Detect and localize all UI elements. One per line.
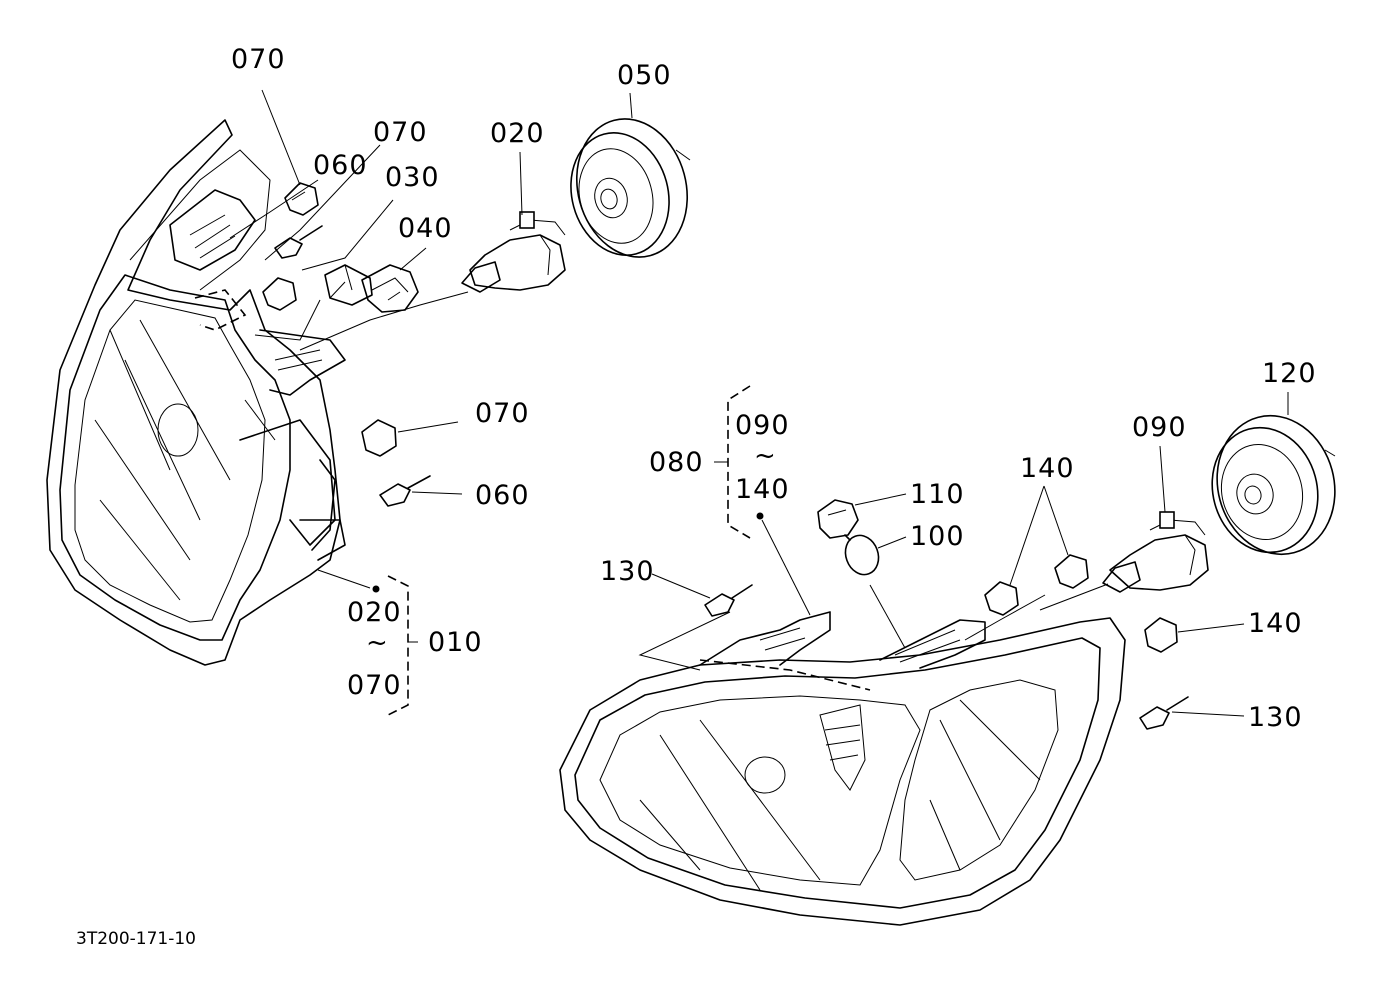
callout-080: 080 bbox=[649, 447, 704, 478]
screw-130-left bbox=[704, 584, 753, 617]
right-headlamp-housing bbox=[559, 611, 1126, 926]
screw-060-side bbox=[379, 475, 431, 507]
grommet-140-a bbox=[984, 581, 1019, 616]
group-bracket-010 bbox=[387, 575, 418, 716]
callout-060-top: 060 bbox=[313, 150, 368, 181]
callout-070-group: 070 bbox=[347, 670, 402, 701]
grommet-140-right bbox=[1144, 617, 1178, 653]
left-headlamp-housing bbox=[46, 119, 346, 666]
socket-110 bbox=[817, 499, 859, 539]
callout-060-side: 060 bbox=[475, 480, 530, 511]
socket-cover-050 bbox=[570, 118, 691, 258]
bulb-030 bbox=[324, 264, 373, 306]
callout-090-bulb: 090 bbox=[1132, 412, 1187, 443]
drawing-number: 3T200-171-10 bbox=[76, 929, 196, 949]
callout-140-top: 140 bbox=[1020, 453, 1075, 484]
screw-130-right bbox=[1139, 696, 1189, 730]
callout-050: 050 bbox=[617, 60, 672, 91]
callout-140-group: 140 bbox=[735, 474, 790, 505]
socket-040 bbox=[361, 264, 419, 313]
callout-120: 120 bbox=[1262, 358, 1317, 389]
bulb-020 bbox=[461, 211, 566, 293]
callout-040: 040 bbox=[398, 213, 453, 244]
bulb-100 bbox=[844, 534, 880, 576]
callout-140-right: 140 bbox=[1248, 608, 1303, 639]
callout-110: 110 bbox=[910, 479, 965, 510]
callout-030: 030 bbox=[385, 162, 440, 193]
callout-070-top: 070 bbox=[231, 44, 286, 75]
group-bracket-080 bbox=[714, 385, 751, 539]
grommet-070-top bbox=[284, 182, 319, 216]
callout-090-group: 090 bbox=[735, 410, 790, 441]
range-symbol-left: ~ bbox=[366, 628, 388, 658]
callout-100: 100 bbox=[910, 521, 965, 552]
left-leader-lines bbox=[229, 89, 633, 593]
grommet-070-mid bbox=[262, 277, 297, 311]
callout-130-right: 130 bbox=[1248, 702, 1303, 733]
callout-010: 010 bbox=[428, 627, 483, 658]
callout-130-left: 130 bbox=[600, 556, 655, 587]
screw-060-top bbox=[274, 225, 323, 259]
callout-070-mid: 070 bbox=[373, 117, 428, 148]
socket-cover-120 bbox=[1211, 414, 1336, 556]
callout-070-side: 070 bbox=[475, 398, 530, 429]
bulb-090 bbox=[1102, 511, 1209, 593]
grommet-140-b bbox=[1054, 554, 1089, 589]
grommet-070-side bbox=[361, 419, 397, 457]
callout-020-group: 020 bbox=[347, 597, 402, 628]
right-leader-lines bbox=[638, 392, 1289, 717]
range-symbol-right: ~ bbox=[754, 441, 776, 471]
callout-020: 020 bbox=[490, 118, 545, 149]
